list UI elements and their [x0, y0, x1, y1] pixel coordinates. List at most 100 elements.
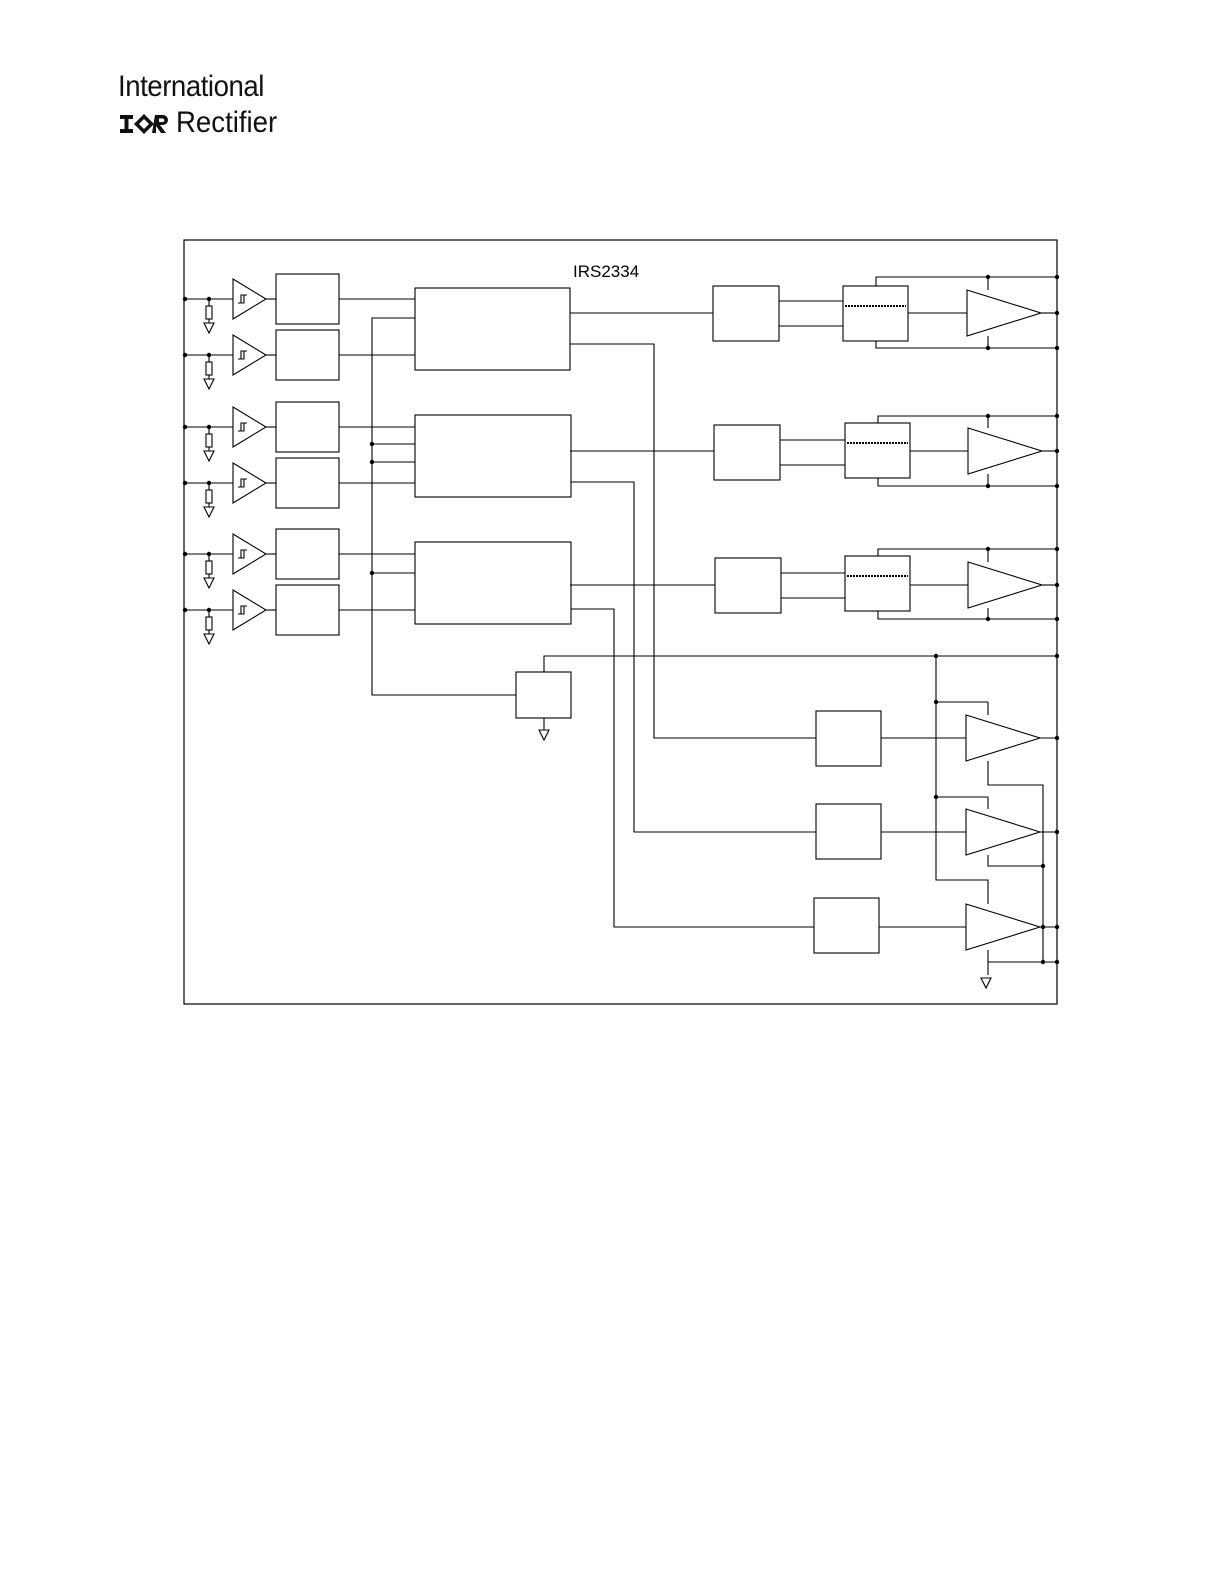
ground-symbol: [203, 633, 215, 646]
low-side-driver-symbol: [965, 808, 1042, 856]
logo-text-international: International: [118, 70, 264, 103]
junction-dots: [182, 274, 1060, 965]
junction-dot: [206, 480, 212, 486]
logic-blocks: [414, 285, 911, 954]
hysteresis-glyph: [241, 549, 247, 559]
output-stages: [965, 289, 1044, 951]
schmitt-trigger-symbol: [232, 533, 268, 575]
low-side-driver-symbol: [965, 903, 1042, 951]
junction-dot: [206, 352, 212, 358]
level-shifter-block: [713, 424, 781, 481]
ground-symbol: [203, 450, 215, 463]
wire: [570, 343, 816, 739]
junction-dot: [985, 345, 991, 351]
junction-dot: [1040, 959, 1046, 965]
level-shifter-block: [714, 557, 782, 614]
pulldown-resistor: [205, 433, 213, 448]
logo-text-rectifier: Rectifier: [176, 106, 278, 139]
vcc-line: [543, 655, 1057, 672]
junction-dot: [206, 424, 212, 430]
pulldown-resistor: [205, 489, 213, 504]
junction-dot: [182, 607, 188, 613]
hysteresis-glyph: [238, 294, 244, 304]
junction-dot: [933, 699, 939, 705]
fault-bus: [371, 317, 516, 696]
junction-dot: [369, 441, 375, 447]
low-side-driver-symbol: [965, 714, 1042, 762]
high-side-driver-symbol: [966, 289, 1043, 337]
vb-line: [877, 415, 1057, 423]
hysteresis-glyph: [241, 478, 247, 488]
junction-dot: [1054, 310, 1060, 316]
junction-dot: [206, 551, 212, 557]
junction-dot: [1054, 448, 1060, 454]
junction-dot: [206, 296, 212, 302]
shoot-through-logic-block: [414, 287, 571, 371]
ground-symbol: [980, 977, 992, 990]
schmitt-trigger-symbol: [232, 462, 268, 504]
junction-dot: [1054, 546, 1060, 552]
wire: [935, 656, 989, 904]
ground-symbol: [203, 577, 215, 590]
junction-dot: [1054, 483, 1060, 489]
pulse-filter-latch-block: [842, 285, 909, 342]
hysteresis-glyph: [238, 605, 244, 615]
junction-dot: [182, 424, 188, 430]
schmitt-trigger-symbol: [232, 278, 268, 320]
junction-dot: [369, 570, 375, 576]
junction-dot: [1054, 582, 1060, 588]
junction-dot: [985, 616, 991, 622]
wire: [987, 761, 1044, 962]
input-filter-block: [275, 528, 340, 580]
pulldown-resistor: [205, 305, 213, 320]
junction-dot: [1054, 924, 1060, 930]
vs-line: [875, 341, 1057, 349]
ground-symbol: [203, 378, 215, 391]
ground-symbol: [203, 322, 215, 335]
junction-dot: [1054, 616, 1060, 622]
input-filter-block: [275, 273, 340, 325]
vb-line: [875, 276, 1057, 286]
input-filter-block: [275, 457, 340, 509]
hysteresis-glyph: [241, 294, 247, 304]
input-filter-block: [275, 329, 340, 381]
pulldown-resistor: [205, 560, 213, 575]
delay-block: [815, 710, 882, 767]
hysteresis-glyph: [241, 422, 247, 432]
junction-dot: [985, 274, 991, 280]
ground-symbol: [538, 729, 550, 742]
wire: [571, 481, 816, 833]
input-stages: [184, 273, 340, 646]
hysteresis-glyph: [241, 350, 247, 360]
pulldown-resistor: [205, 361, 213, 376]
junction-dot: [985, 546, 991, 552]
junction-dot: [1054, 274, 1060, 280]
delay-block: [815, 803, 882, 860]
ior-logo-mark: [120, 114, 168, 134]
vs-line: [877, 611, 1057, 620]
junction-dot: [369, 459, 375, 465]
wire: [987, 855, 1043, 867]
hysteresis-glyph: [241, 605, 247, 615]
junction-dot: [206, 607, 212, 613]
hysteresis-glyph: [238, 478, 244, 488]
delay-block: [813, 897, 880, 954]
junction-dot: [182, 551, 188, 557]
junction-dot: [1054, 959, 1060, 965]
pulse-filter-latch-block: [844, 422, 911, 479]
chip-outline: [183, 239, 1058, 1005]
wiring: [339, 276, 1057, 990]
schmitt-trigger-symbol: [232, 589, 268, 631]
junction-dot: [985, 413, 991, 419]
pulldown-resistor: [205, 616, 213, 631]
hysteresis-glyph: [238, 422, 244, 432]
shoot-through-logic-block: [414, 541, 572, 625]
chip-label: IRS2334: [573, 262, 639, 281]
ground-symbol: [203, 506, 215, 519]
company-logo: International Rectifier: [116, 70, 286, 140]
input-filter-block: [275, 401, 340, 453]
level-shifter-block: [712, 285, 780, 342]
uv-detect-block: [515, 671, 572, 719]
pulse-filter-latch-block: [844, 555, 911, 612]
